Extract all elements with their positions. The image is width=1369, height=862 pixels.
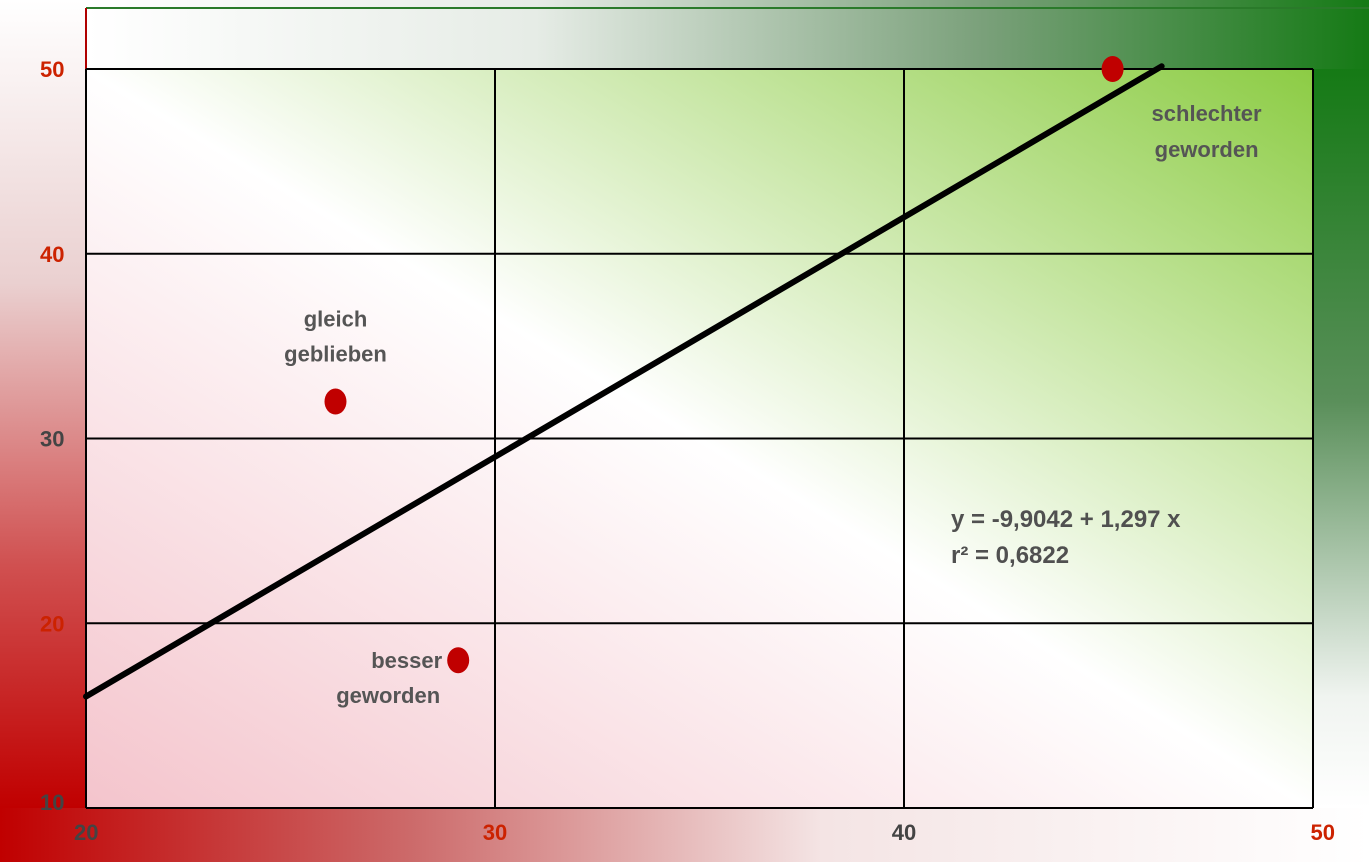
data-point (447, 647, 470, 674)
frame-left-band (0, 0, 86, 808)
x-tick-label: 20 (74, 820, 98, 845)
point-label: geworden (336, 683, 440, 708)
point-label: besser (371, 648, 442, 673)
frame-bottom-band (0, 808, 1369, 862)
y-tick-label: 20 (40, 611, 64, 636)
frame-top-band (86, 0, 1369, 69)
trendline-group (83, 63, 1165, 700)
data-point (1101, 56, 1124, 82)
point-label: geworden (1155, 137, 1259, 162)
point-label: schlechter (1152, 101, 1262, 126)
x-tick-label: 50 (1311, 820, 1335, 845)
frame-right-band (1313, 69, 1369, 808)
x-tick-label: 40 (892, 820, 916, 845)
y-tick-label: 40 (40, 242, 64, 267)
y-tick-label: 50 (40, 57, 64, 82)
point-label: geblieben (284, 342, 387, 367)
trendline (83, 63, 1165, 700)
x-tick-label: 30 (483, 820, 507, 845)
data-point (324, 388, 347, 415)
equation-line-2: r² = 0,6822 (951, 542, 1069, 569)
point-label: gleich (304, 307, 368, 332)
tick-labels: 10 20 30 40 50 20 30 40 50 (40, 57, 1335, 845)
equation-line-1: y = -9,9042 + 1,297 x (951, 506, 1181, 533)
data-points: gleich geblieben besser geworden schlechter g… (284, 56, 1262, 708)
y-tick-label: 30 (40, 427, 64, 452)
y-tick-label: 10 (40, 790, 64, 815)
